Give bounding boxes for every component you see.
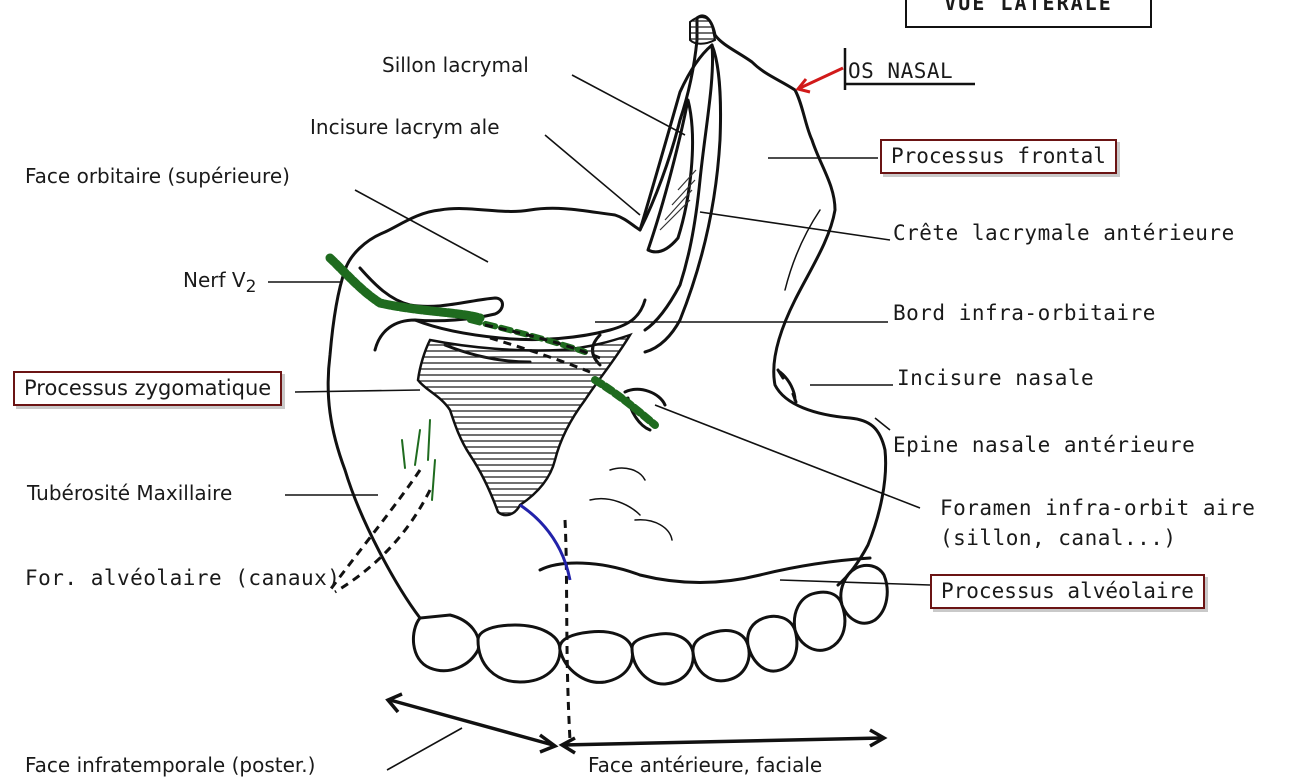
view-title: VUE LATERALE xyxy=(905,0,1152,28)
nerf-v2-subscript: 2 xyxy=(246,277,257,297)
label-tuberosite-maxillaire: Tubérosité Maxillaire xyxy=(27,483,232,503)
label-epine-nasale: Epine nasale antérieure xyxy=(893,435,1195,456)
label-foramen-infra-orbitaire: Foramen infra-orbit aire xyxy=(940,498,1255,519)
label-incisure-nasale: Incisure nasale xyxy=(897,368,1094,389)
teeth xyxy=(413,565,887,684)
label-for-alveolaire: For. alvéolaire (canaux) xyxy=(25,568,340,589)
maxilla-outline xyxy=(328,16,886,618)
label-nerf-v2: Nerf V2 xyxy=(183,270,256,296)
label-processus-alveolaire: Processus alvéolaire xyxy=(930,574,1205,609)
label-face-anterieure: Face antérieure, faciale xyxy=(588,755,822,775)
label-incisure-lacrymale: Incisure lacrym ale xyxy=(310,117,500,137)
label-face-infratemporale: Face infratemporale (poster.) xyxy=(25,755,315,775)
label-face-orbitaire: Face orbitaire (supérieure) xyxy=(25,166,290,186)
label-os-nasal: OS NASAL xyxy=(848,61,953,82)
label-crete-lacrymale: Crête lacrymale antérieure xyxy=(893,223,1235,244)
label-processus-zygomatique: Processus zygomatique xyxy=(13,371,282,406)
nerf-v2-text: Nerf V xyxy=(183,268,246,292)
label-bord-infra-orbitaire: Bord infra-orbitaire xyxy=(893,303,1156,324)
label-sillon-lacrymal: Sillon lacrymal xyxy=(382,55,529,75)
label-processus-frontal: Processus frontal xyxy=(880,139,1117,174)
label-foramen-detail: (sillon, canal...) xyxy=(940,528,1177,549)
zygomatic-surface xyxy=(418,335,630,515)
